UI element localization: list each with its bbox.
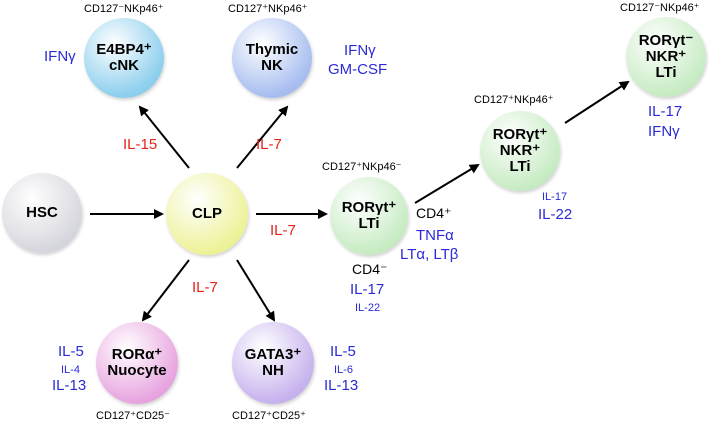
nuocyte-label-1: RORα⁺ xyxy=(111,346,163,363)
nuocyte-il4: IL-4 xyxy=(61,364,80,376)
il15-label: IL-15 xyxy=(123,136,158,153)
lti2-il22: IL-22 xyxy=(538,206,573,223)
lti-il17: IL-17 xyxy=(350,281,385,298)
cnk-label-2: cNK xyxy=(108,57,139,74)
nh-il6: IL-6 xyxy=(334,364,353,376)
nuocyte-il5: IL-5 xyxy=(58,343,84,360)
thymic-ifn: IFNγ xyxy=(344,42,376,59)
nh-surface-label: CD127⁺CD25⁺ xyxy=(232,410,306,422)
lti-label-2: LTi xyxy=(358,215,380,232)
nuocyte-il13: IL-13 xyxy=(52,377,87,394)
arrow-clp-cnk xyxy=(138,105,190,169)
lti-tnfa: TNFα xyxy=(416,227,454,244)
thymic-label-1: Thymic xyxy=(245,41,299,58)
lti3-surface-label: CD127⁻NKp46⁺ xyxy=(620,2,700,14)
arrow-clp-nh xyxy=(236,259,276,322)
lti2-il17: IL-17 xyxy=(542,191,568,203)
lti3-label-1: RORγt⁻ xyxy=(638,32,694,49)
lti3-node: RORγt⁻ NKR⁺ LTi xyxy=(626,17,706,97)
lti2-label-1: RORγt⁺ xyxy=(492,126,548,143)
cd4-neg-label: CD4⁻ xyxy=(352,261,388,277)
thymic-surface-label: CD127⁺NKp46⁺ xyxy=(228,3,308,15)
nh-il13: IL-13 xyxy=(324,377,359,394)
il7-lower-label: IL-7 xyxy=(192,279,218,296)
hsc-node: HSC xyxy=(2,173,82,253)
nh-label-2: NH xyxy=(262,362,284,379)
il7-lti-label: IL-7 xyxy=(270,222,296,239)
cnk-surface-label: CD127⁻NKp46⁺ xyxy=(84,3,164,15)
nuocyte-node: RORα⁺ Nuocyte xyxy=(96,322,178,404)
arrow-clp-thymic xyxy=(236,105,289,169)
thymic-label-2: NK xyxy=(261,57,283,74)
lti-label-1: RORγt⁺ xyxy=(341,199,397,216)
lti3-il17: IL-17 xyxy=(648,103,683,120)
cnk-label-1: E4BP4⁺ xyxy=(96,41,152,58)
thymic-node: Thymic NK xyxy=(232,18,312,98)
arrow-clp-nuocyte xyxy=(141,259,190,322)
cnk-ifn: IFNγ xyxy=(44,48,76,65)
clp-node: CLP xyxy=(166,173,248,255)
lti2-node: RORγt⁺ NKR⁺ LTi xyxy=(480,111,560,191)
il7-thymic-label: IL-7 xyxy=(256,136,282,153)
lti3-label-2: NKR⁺ xyxy=(645,48,687,65)
cnk-node: E4BP4⁺ cNK xyxy=(84,18,164,98)
lti-surface-label: CD127⁺NKp46⁻ xyxy=(322,161,402,173)
nh-node: GATA3⁺ NH xyxy=(232,322,314,404)
lti2-label-3: LTi xyxy=(509,158,531,175)
nh-label-1: GATA3⁺ xyxy=(244,346,302,363)
lti-node: RORγt⁺ LTi xyxy=(330,177,408,255)
arrow-lti2-lti3 xyxy=(564,80,630,124)
nuocyte-surface-label: CD127⁺CD25⁻ xyxy=(96,410,170,422)
thymic-gmcsf: GM-CSF xyxy=(328,61,388,78)
nuocyte-label-2: Nuocyte xyxy=(107,362,167,379)
arrow-lti-lti2 xyxy=(414,163,480,204)
hsc-label: HSC xyxy=(26,204,58,221)
lti-lta-ltb: LTα, LTβ xyxy=(400,246,459,263)
lti3-label-3: LTi xyxy=(655,64,677,81)
lti2-surface-label: CD127⁺NKp46⁺ xyxy=(474,94,554,106)
lti3-ifn: IFNγ xyxy=(648,123,680,140)
lti2-label-2: NKR⁺ xyxy=(499,142,541,159)
lti-il22: IL-22 xyxy=(355,302,381,314)
nh-il5: IL-5 xyxy=(330,343,356,360)
clp-label: CLP xyxy=(192,205,222,222)
cd4-pos-label: CD4⁺ xyxy=(416,205,452,221)
